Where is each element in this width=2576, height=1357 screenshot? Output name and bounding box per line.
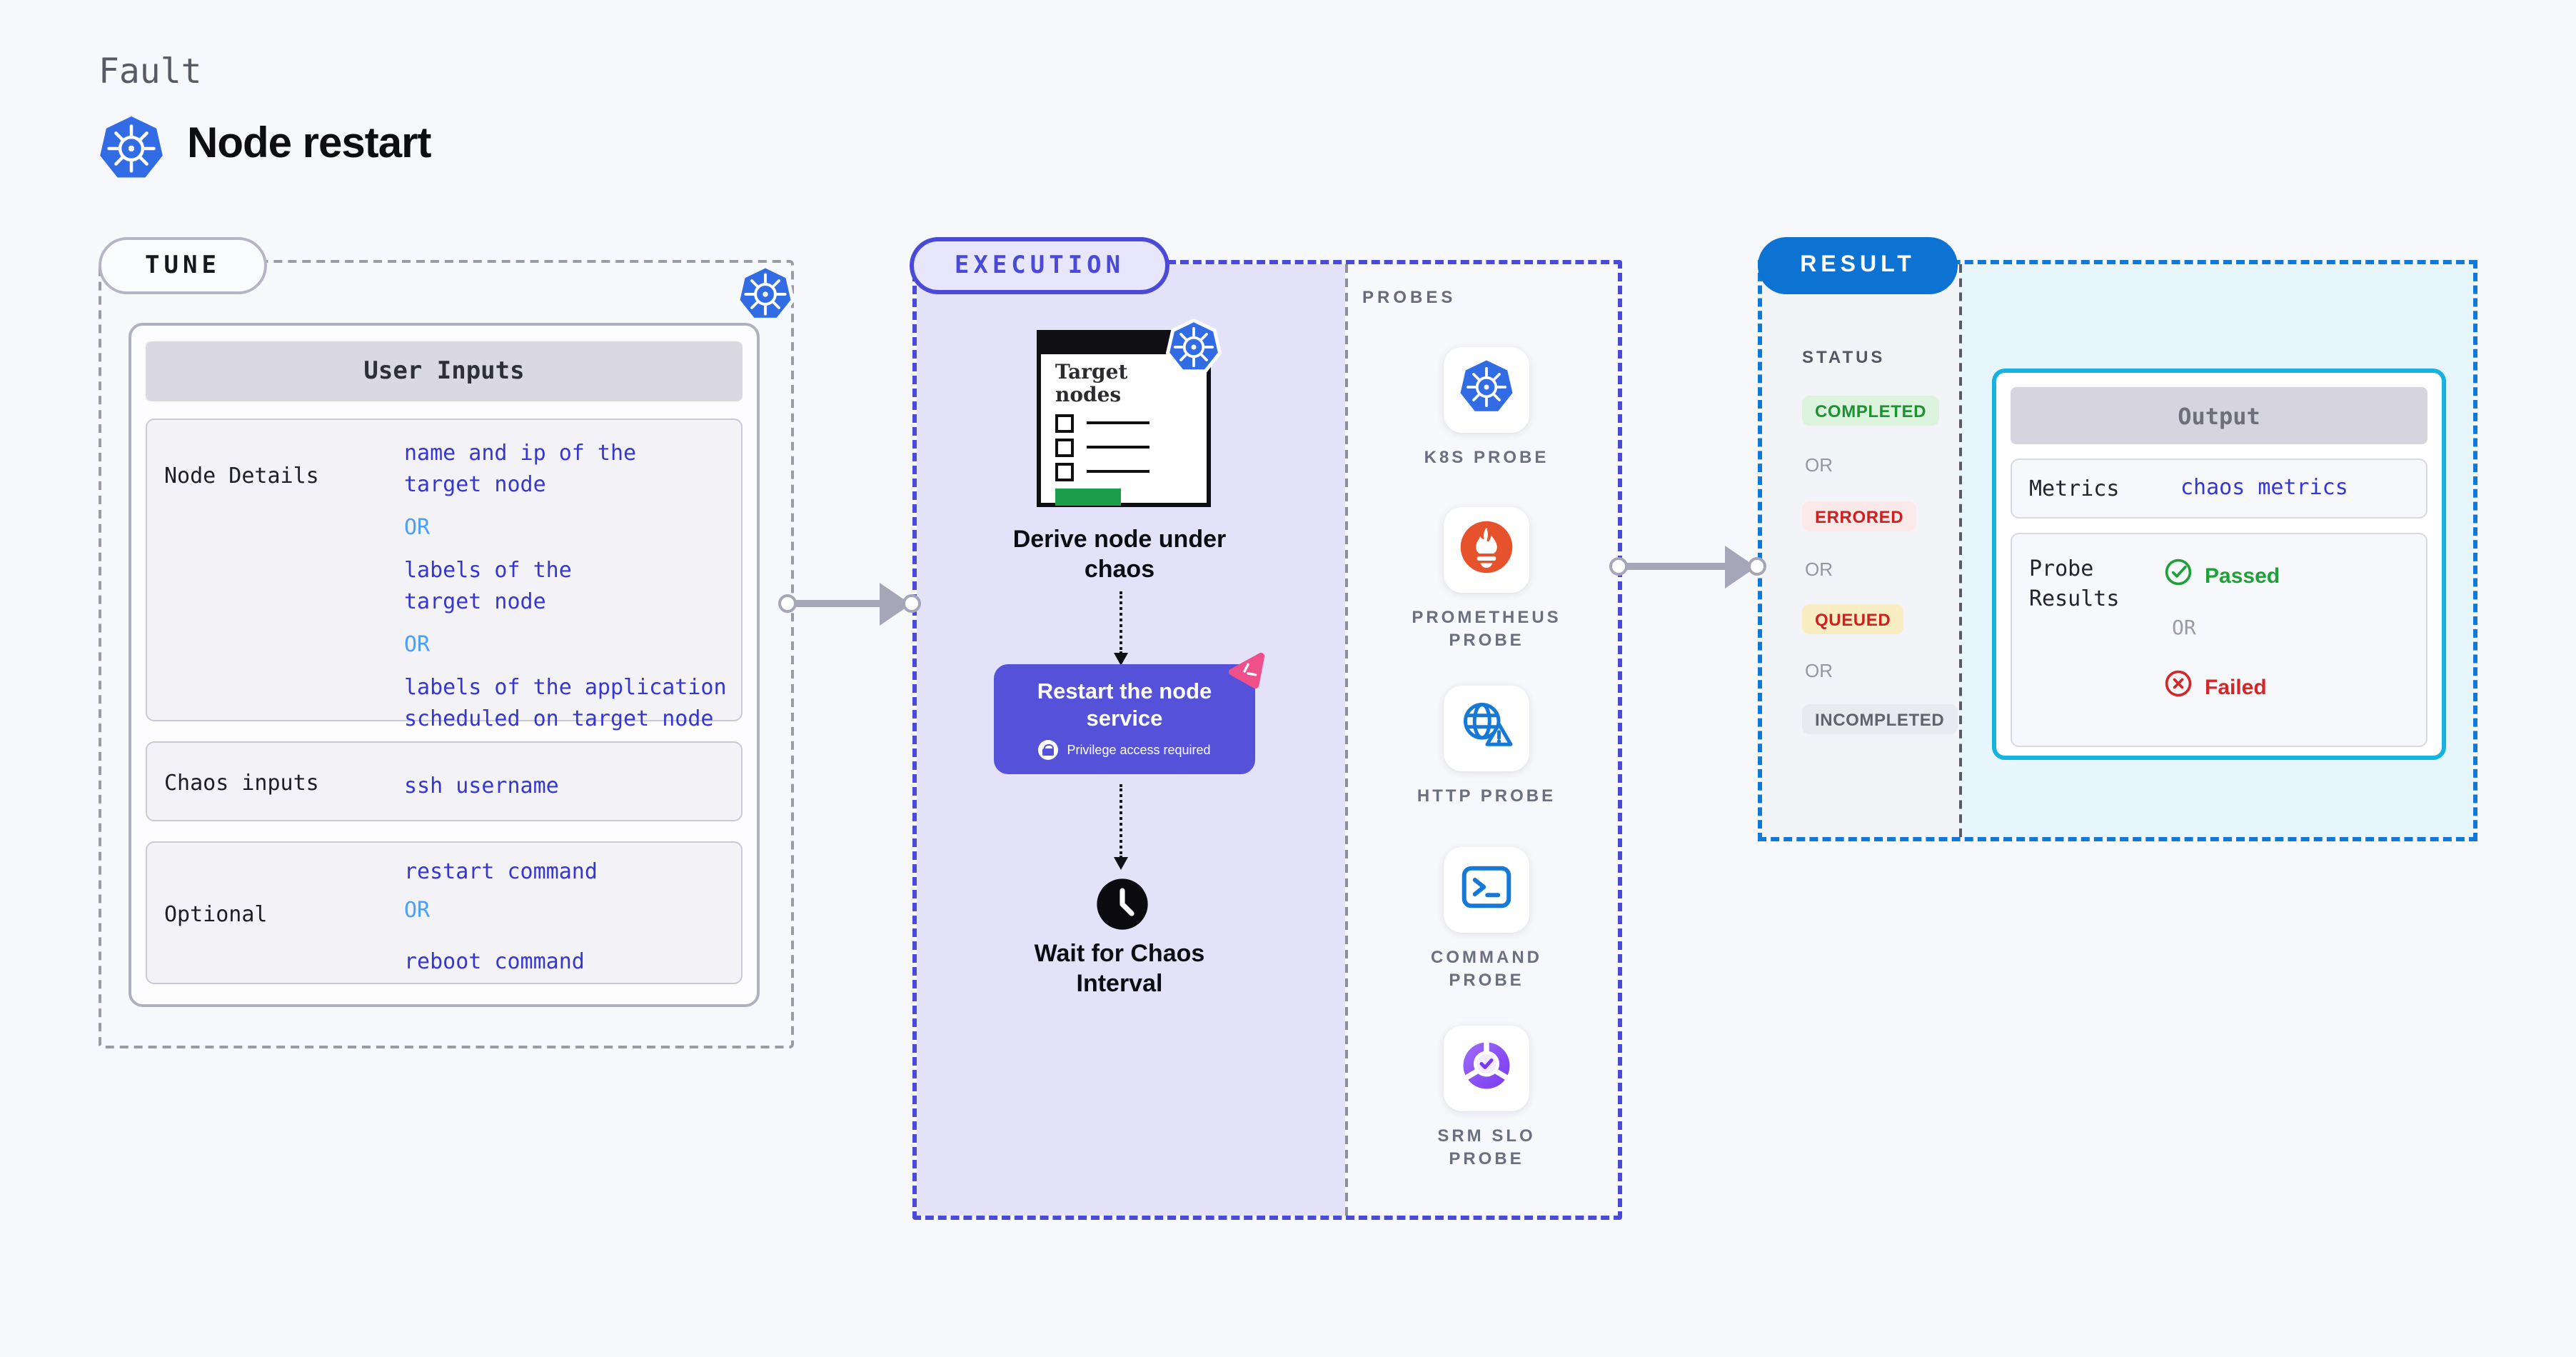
check-circle-icon [2163, 557, 2193, 594]
node-line [1087, 445, 1149, 449]
passed-result: Passed [2163, 557, 2280, 594]
execution-section: Target nodes Derive node under chaos Res… [912, 260, 1622, 1220]
tune-pill: TUNE [99, 237, 267, 294]
slo-donut-check-icon [1458, 1036, 1515, 1101]
or-separator: OR [1805, 660, 1833, 681]
fault-kind-label: Fault [99, 51, 202, 91]
page-title: Node restart [187, 120, 431, 167]
optional-label: Optional [164, 901, 268, 927]
status-badge: INCOMPLETED [1802, 704, 1958, 734]
x-circle-icon [2163, 669, 2193, 706]
privilege-note: Privilege access required [1038, 740, 1211, 760]
optional-row: Optional restart command OR reboot comma… [146, 841, 743, 984]
flow-arrow [1609, 546, 1766, 589]
status-panel [1762, 264, 1959, 837]
status-heading: STATUS [1802, 347, 1886, 367]
result-divider [1959, 264, 1962, 837]
result-section: STATUS COMPLETED OR ERRORED OR QUEUED OR… [1758, 260, 2477, 841]
kubernetes-icon [97, 114, 166, 183]
status-badge: ERRORED [1802, 501, 1917, 531]
chaos-inputs-label: Chaos inputs [164, 770, 319, 796]
node-details-value: labels of the application scheduled on t… [404, 674, 727, 731]
metrics-label: Metrics [2029, 476, 2120, 501]
optional-value: reboot command [404, 948, 585, 974]
node-checkbox-row [1055, 414, 1192, 432]
node-line [1087, 469, 1149, 474]
node-details-value: labels of the target node [404, 557, 572, 614]
checkbox-icon [1055, 462, 1074, 481]
failed-result: Failed [2163, 669, 2267, 706]
or-separator: OR [404, 631, 431, 657]
probe-results-label: Probe Results [2029, 556, 2120, 611]
kubernetes-icon [735, 264, 795, 324]
checkbox-icon [1055, 414, 1074, 432]
user-inputs-header: User Inputs [146, 341, 743, 401]
or-separator: OR [2172, 617, 2196, 640]
execution-pill: EXECUTION [910, 237, 1169, 294]
probe-label: COMMAND PROBE [1431, 947, 1542, 990]
restart-node-service-card: Restart the node service Privilege acces… [994, 664, 1255, 774]
tune-section [99, 260, 794, 1048]
lock-icon [1038, 740, 1059, 760]
status-badge: COMPLETED [1802, 396, 1940, 426]
flow-dotted-arrow [1113, 784, 1127, 870]
chaos-fault-icon [1228, 651, 1267, 690]
node-checkbox-row [1055, 438, 1192, 456]
node-line [1087, 421, 1149, 425]
chaos-inputs-value: ssh username [404, 773, 559, 798]
prometheus-probe-card [1444, 507, 1529, 593]
chaos-inputs-row: Chaos inputs ssh username [146, 741, 743, 821]
http-globe-warning-icon [1458, 696, 1515, 761]
checkbox-icon [1055, 438, 1074, 456]
kubernetes-icon [1458, 358, 1515, 422]
node-details-value: name and ip of the target node [404, 440, 637, 497]
terminal-icon [1458, 858, 1515, 922]
probe-label: HTTP PROBE [1417, 786, 1556, 806]
privilege-note-text: Privilege access required [1067, 743, 1211, 757]
target-nodes-title: Target nodes [1055, 361, 1128, 407]
or-separator: OR [1805, 454, 1833, 476]
probes-divider [1345, 264, 1348, 1216]
node-checkbox-row [1055, 462, 1192, 481]
clock-icon [1095, 877, 1149, 931]
output-header: Output [2011, 387, 2427, 444]
restart-card-title: Restart the node service [1037, 680, 1212, 731]
probe-label: PROMETHEUS PROBE [1412, 607, 1561, 650]
probe-label: SRM SLO PROBE [1437, 1126, 1536, 1168]
node-details-label: Node Details [164, 463, 319, 489]
metrics-row: Metrics chaos metrics [2011, 459, 2427, 519]
srm-slo-probe-card [1444, 1026, 1529, 1111]
probe-results-row: Probe Results Passed OR Failed [2011, 533, 2427, 747]
or-separator: OR [1805, 559, 1833, 580]
metrics-value: chaos metrics [2180, 474, 2348, 500]
or-separator: OR [404, 897, 431, 923]
status-badge: QUEUED [1802, 604, 1904, 634]
probes-heading: PROBES [1362, 287, 1456, 307]
kubernetes-icon [1165, 318, 1222, 376]
result-pill: RESULT [1758, 237, 1958, 294]
flow-dotted-arrow [1113, 591, 1127, 666]
k8s-probe-card [1444, 347, 1529, 433]
node-details-row: Node Details name and ip of the target n… [146, 419, 743, 731]
or-separator: OR [404, 514, 431, 540]
command-probe-card [1444, 847, 1529, 933]
progress-bar [1055, 489, 1121, 506]
optional-value: restart command [404, 858, 598, 884]
wait-chaos-interval-caption: Wait for Chaos Interval [1034, 940, 1205, 997]
failed-label: Failed [2205, 675, 2267, 699]
passed-label: Passed [2205, 564, 2280, 588]
http-probe-card [1444, 686, 1529, 771]
derive-node-caption: Derive node under chaos [1012, 526, 1227, 583]
output-card: Output Metrics chaos metrics Probe Resul… [1992, 369, 2446, 760]
prometheus-icon [1458, 518, 1515, 582]
probe-label: K8S PROBE [1424, 447, 1549, 467]
flow-arrow [778, 583, 921, 626]
